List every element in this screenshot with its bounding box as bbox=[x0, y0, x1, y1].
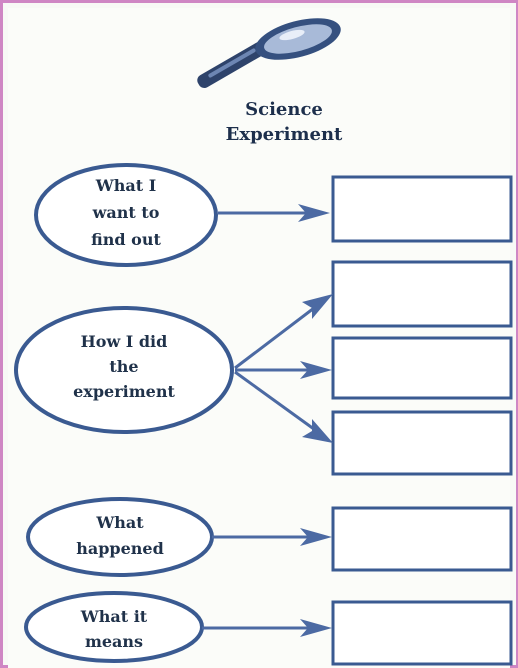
bubble-how-line-2: the bbox=[109, 357, 138, 376]
bubble-means-line-2: means bbox=[85, 632, 143, 651]
bubble-how-line-3: experiment bbox=[73, 382, 175, 401]
title-experiment: Experiment bbox=[226, 124, 343, 145]
bubble-want-line-3: find out bbox=[91, 230, 161, 249]
answer-box-method-2[interactable] bbox=[331, 336, 513, 400]
arrow-how-to-box-2 bbox=[235, 361, 332, 379]
bubble-happened-line-1: What bbox=[95, 513, 144, 532]
arrow-how-to-box-3 bbox=[234, 370, 333, 443]
bubble-what-i-want-to-find-out bbox=[34, 163, 218, 267]
bubble-want-line-2: want to bbox=[92, 203, 160, 222]
arrow-how-to-box-1 bbox=[234, 294, 333, 370]
bubble-means-line-1: What it bbox=[80, 607, 148, 626]
bubble-happened-line-2: happened bbox=[76, 539, 164, 558]
bubble-want-line-1: What I bbox=[95, 176, 156, 195]
arrow-means-to-box bbox=[202, 619, 332, 637]
magnifying-glass-icon bbox=[197, 18, 341, 88]
answer-box-find-out[interactable] bbox=[331, 175, 513, 243]
arrow-want-to-box bbox=[218, 204, 330, 222]
answer-box-method-1[interactable] bbox=[331, 260, 513, 328]
bubble-what-happened bbox=[26, 497, 214, 577]
answer-box-means[interactable] bbox=[331, 600, 513, 666]
title-science: Science bbox=[245, 99, 323, 120]
answer-box-method-3[interactable] bbox=[331, 410, 513, 476]
answer-box-happened[interactable] bbox=[331, 506, 513, 572]
arrow-happened-to-box bbox=[212, 528, 332, 546]
bubble-how-i-did-the-experiment bbox=[14, 306, 234, 434]
bubble-how-line-1: How I did bbox=[81, 332, 168, 351]
